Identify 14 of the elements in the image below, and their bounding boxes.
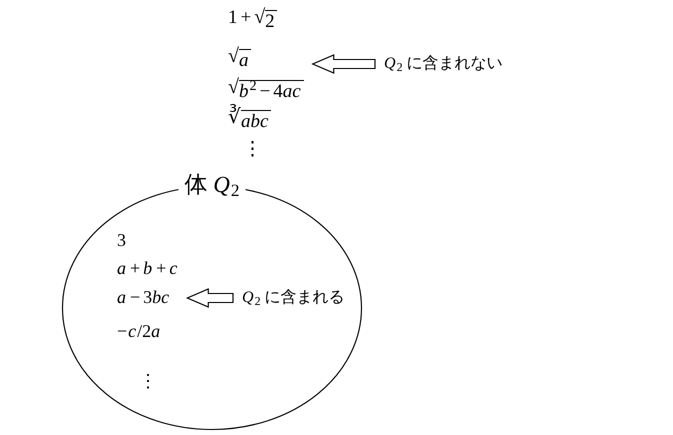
callout-text: Q$_{2}$ に含まれない — [384, 52, 507, 76]
math-expression: √a — [228, 44, 252, 70]
math-expression: 3 — [117, 228, 126, 252]
math-expression: ⋮ — [242, 138, 262, 162]
ellipse-title: 体 Q$_{2}$ — [178, 171, 246, 199]
block-arrow — [186, 288, 234, 308]
math-expression: −c/2a — [117, 320, 162, 342]
math-expression: a+b+c — [117, 256, 178, 280]
math-expression: a−3bc — [117, 286, 170, 308]
math-expression: ∛abc — [228, 105, 272, 131]
math-expression: ⋮ — [138, 370, 157, 392]
math-expression: 1+√2 — [228, 5, 277, 31]
block-arrow — [311, 54, 376, 74]
callout-text: Q$_{2}$ に含まれる — [242, 286, 349, 310]
